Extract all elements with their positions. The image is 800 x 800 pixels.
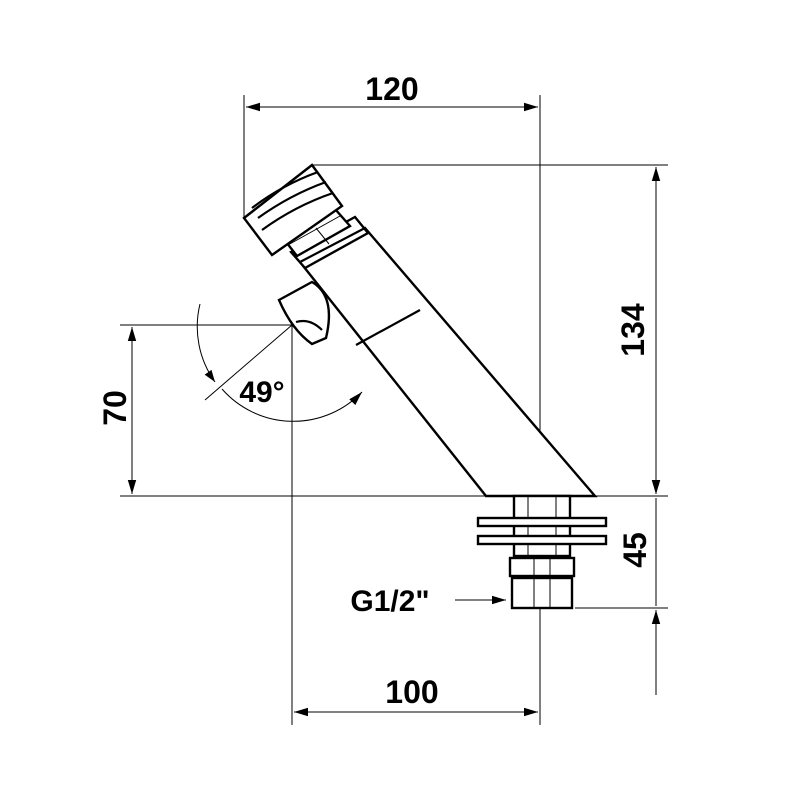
nut-upper bbox=[508, 556, 576, 578]
dim-width-bottom: 100 bbox=[385, 674, 438, 710]
angle-arc-lower bbox=[221, 388, 363, 422]
dim-angle: 49° bbox=[239, 376, 284, 409]
dim-connection-height: 45 bbox=[617, 532, 653, 568]
angle-arc-upper bbox=[196, 303, 216, 383]
faucet-column bbox=[298, 226, 598, 498]
connection-nut bbox=[510, 576, 574, 610]
dim-thread: G1/2" bbox=[350, 585, 429, 618]
washer-upper bbox=[476, 516, 608, 528]
extension-lines bbox=[120, 95, 668, 725]
dim-width-top: 120 bbox=[365, 71, 418, 107]
faucet-body bbox=[242, 163, 598, 498]
dim-height-left: 70 bbox=[97, 390, 133, 426]
connection-assembly bbox=[476, 494, 608, 610]
washer-lower bbox=[476, 534, 608, 546]
dimension-lines bbox=[127, 102, 661, 717]
dim-height-total: 134 bbox=[615, 303, 651, 357]
spout-outlet bbox=[277, 280, 331, 346]
